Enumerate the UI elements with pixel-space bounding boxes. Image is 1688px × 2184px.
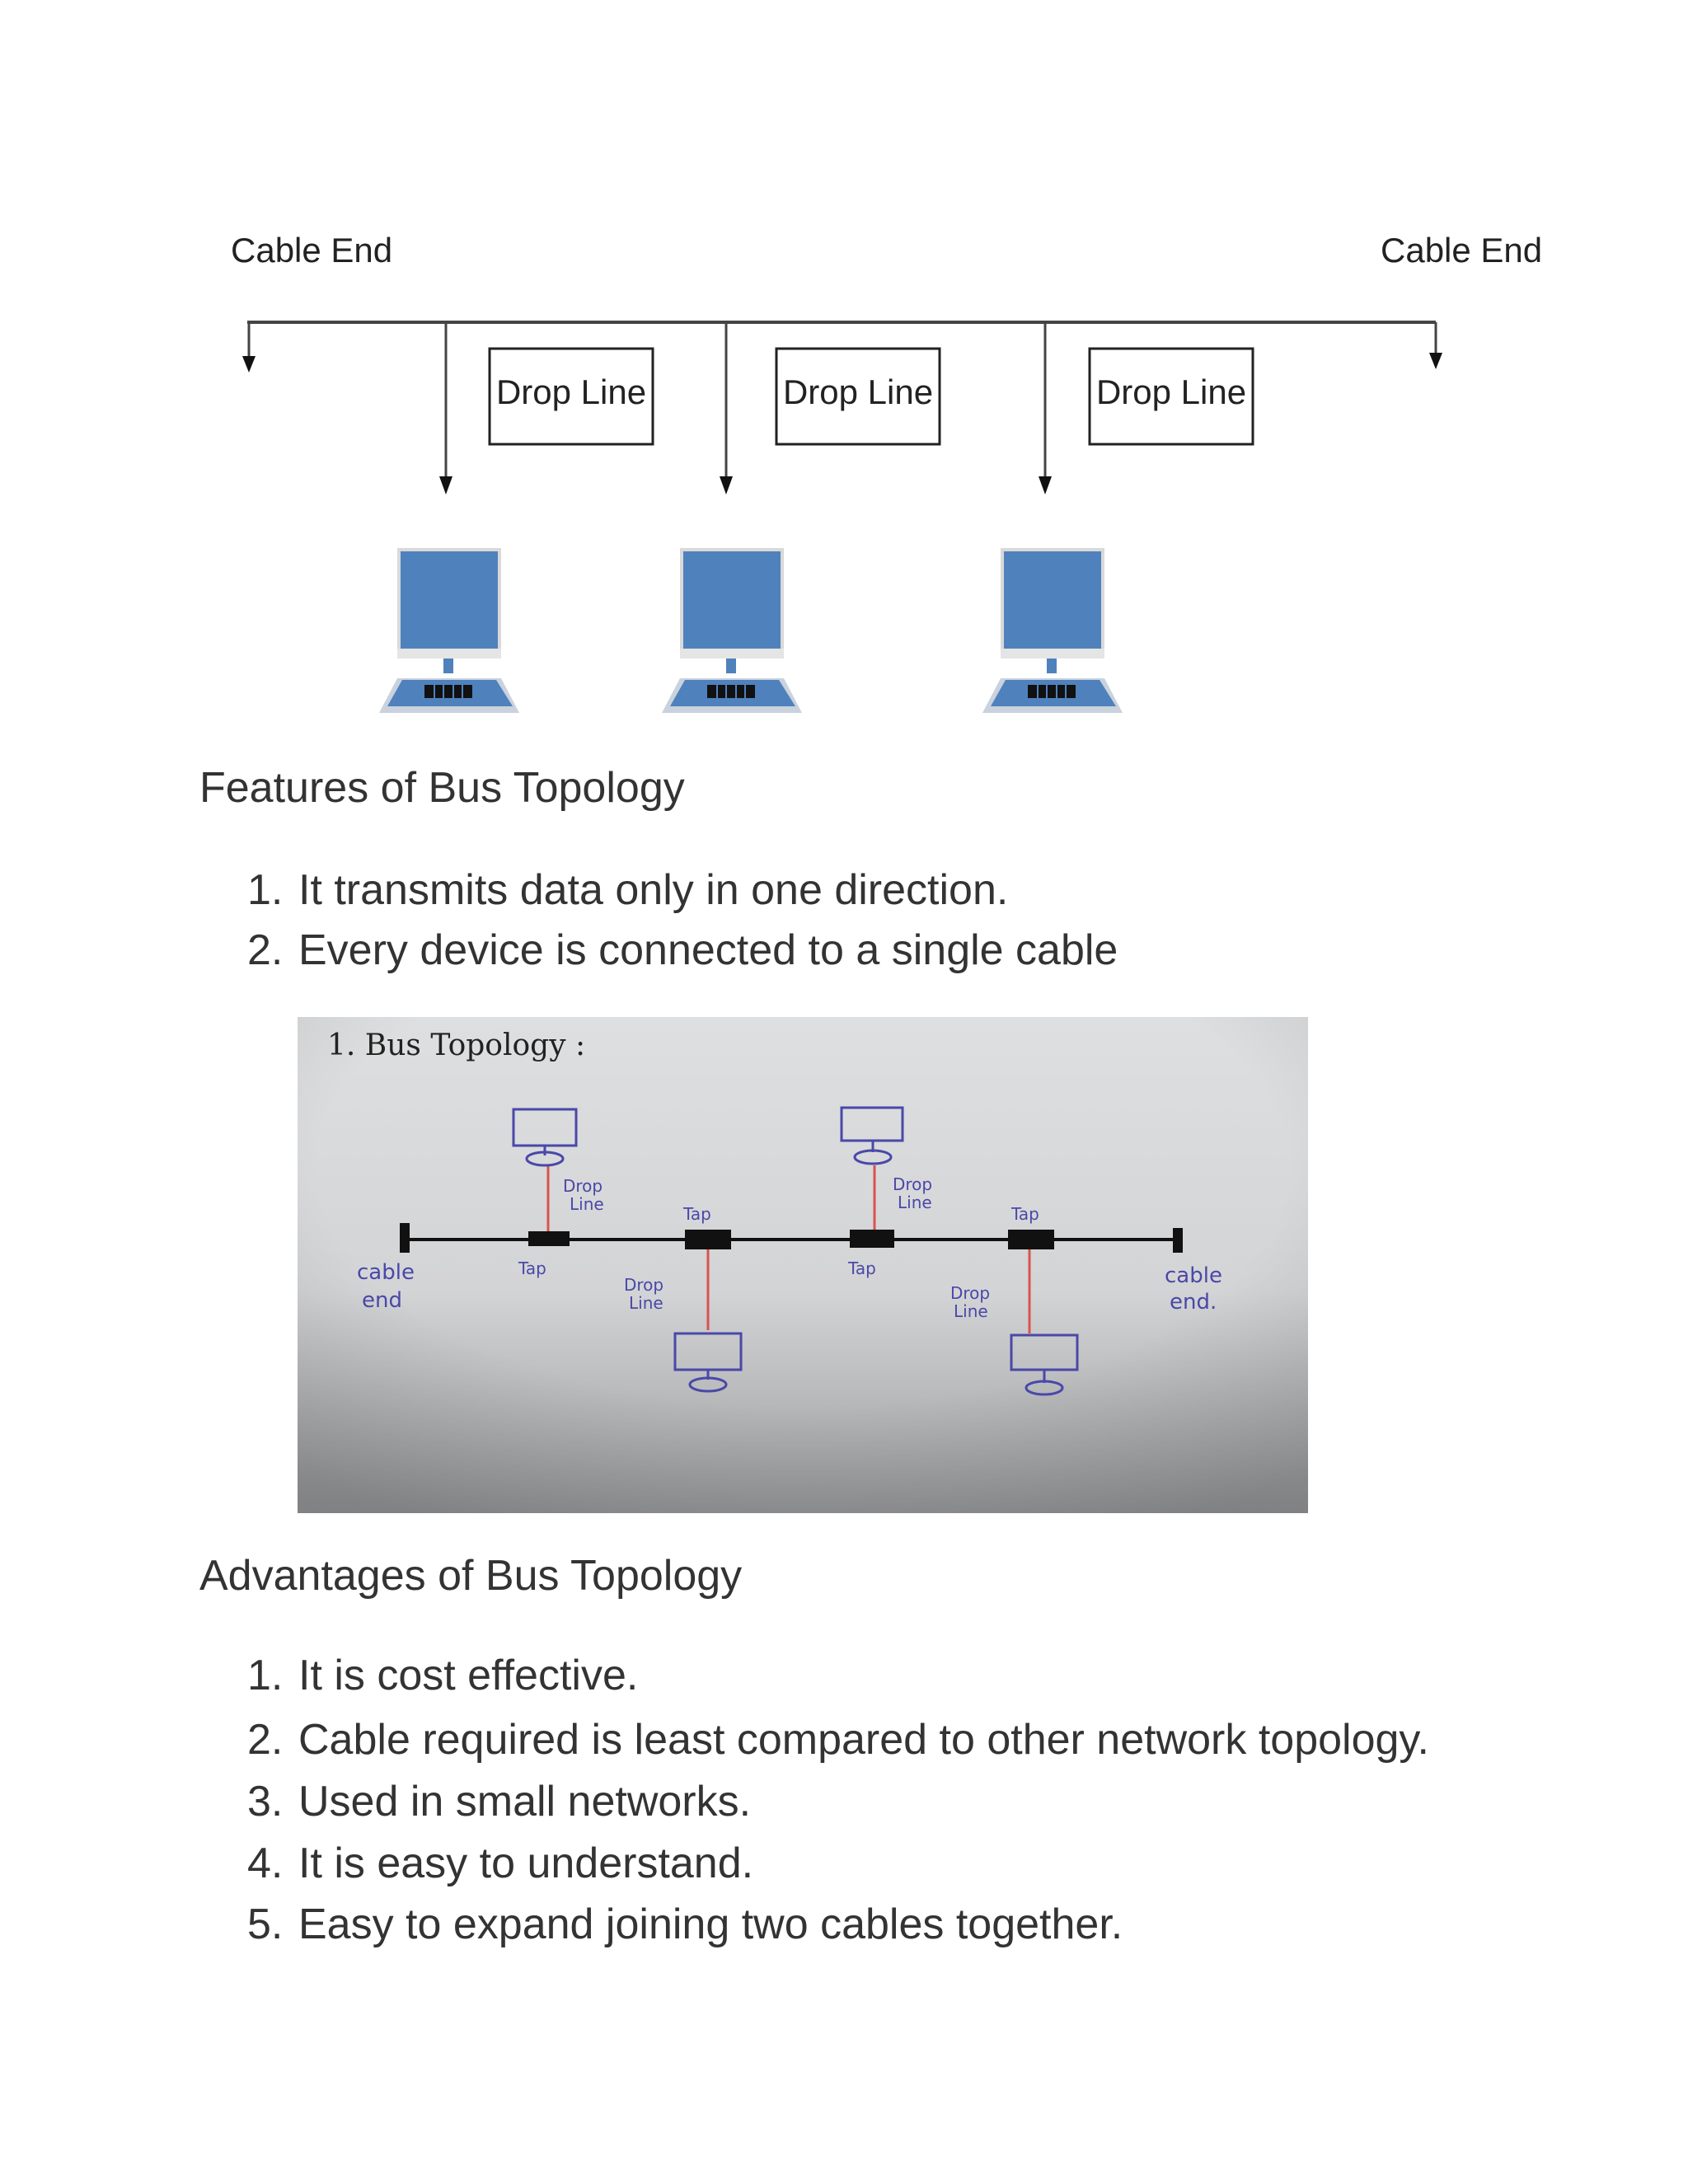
list-number: 4.: [247, 1840, 284, 1887]
photo-computer-icon-1: [512, 1108, 578, 1167]
list-number: 2.: [247, 1716, 284, 1764]
photo-tap-4: [1008, 1230, 1054, 1249]
list-number: 5.: [247, 1900, 284, 1948]
list-text: Easy to expand joining two cables togeth…: [298, 1900, 1123, 1948]
drop-line-label-2: Drop Line: [783, 373, 933, 411]
list-text: It is cost effective.: [298, 1652, 639, 1699]
photo-cable-end-right: [1173, 1228, 1183, 1253]
list-text: Used in small networks.: [298, 1778, 752, 1825]
photo-computer-icon-4: [1010, 1333, 1079, 1396]
list-item: 2. Every device is connected to a single …: [247, 926, 1118, 986]
photo-computer-icon-2: [840, 1106, 904, 1165]
list-item: 4. It is easy to understand.: [247, 1839, 1429, 1900]
photo-computer-icon-3: [673, 1332, 743, 1393]
photo-cable-end-left-label-1: cable: [357, 1260, 415, 1285]
drop-line-box-1: Drop Line: [488, 347, 654, 446]
list-item: 2. Cable required is least compared to ot…: [247, 1715, 1429, 1777]
advantages-heading: Advantages of Bus Topology: [199, 1552, 743, 1600]
drop-line-box-3: Drop Line: [1088, 347, 1254, 446]
photo-drop-label-1b: Line: [570, 1194, 604, 1214]
drop-line-label-1: Drop Line: [496, 373, 646, 411]
list-text: Every device is connected to a single ca…: [298, 926, 1118, 974]
list-text: Cable required is least compared to othe…: [298, 1716, 1430, 1764]
list-item: 1. It is cost effective.: [247, 1651, 1429, 1715]
list-number: 1.: [247, 866, 284, 914]
cable-end-left-arrow: [242, 356, 256, 373]
photo-drop-label-4a: Drop: [950, 1283, 990, 1303]
computer-icon-1: [379, 548, 519, 713]
whiteboard-photo: 1. Bus Topology :: [298, 1017, 1308, 1513]
photo-drop-label-2a: Drop: [893, 1174, 932, 1194]
photo-title: 1. Bus Topology :: [327, 1029, 585, 1062]
bus-topology-diagram: Cable End Cable End Drop Line Drop Line …: [231, 231, 1542, 713]
photo-tap-label-2: Tap: [682, 1204, 711, 1224]
photo-tap-label-4: Tap: [1010, 1204, 1039, 1224]
list-item: 1. It transmits data only in one directio…: [247, 865, 1118, 926]
photo-cable-end-right-label-1: cable: [1165, 1263, 1222, 1288]
photo-cable-end-right-label-2: end.: [1170, 1290, 1217, 1315]
drop-line-label-3: Drop Line: [1096, 373, 1246, 411]
photo-drop-label-2b: Line: [898, 1193, 932, 1212]
drop-arrow-2: [720, 476, 733, 494]
drop-arrow-1: [439, 476, 452, 494]
list-number: 1.: [247, 1652, 284, 1699]
photo-cable-end-left: [400, 1223, 410, 1253]
list-text: It is easy to understand.: [298, 1840, 754, 1887]
photo-drop-label-1a: Drop: [563, 1176, 603, 1196]
computer-icon-3: [982, 548, 1123, 713]
drop-line-box-2: Drop Line: [775, 347, 941, 446]
features-heading: Features of Bus Topology: [199, 764, 685, 812]
photo-tap-2: [685, 1230, 731, 1249]
photo-tap-3: [850, 1230, 894, 1248]
list-item: 5. Easy to expand joining two cables toge…: [247, 1900, 1429, 1961]
photo-drop-label-3a: Drop: [624, 1275, 663, 1295]
list-number: 3.: [247, 1778, 284, 1825]
photo-cable-end-left-label-2: end: [362, 1288, 402, 1313]
photo-tap-1: [528, 1231, 570, 1246]
list-number: 2.: [247, 926, 284, 974]
cable-end-right-arrow: [1429, 353, 1442, 369]
computer-icon-2: [662, 548, 802, 713]
photo-tap-label-1: Tap: [518, 1258, 546, 1278]
features-list: 1. It transmits data only in one directio…: [247, 865, 1118, 986]
cable-end-right-label: Cable End: [1381, 231, 1542, 269]
list-item: 3. Used in small networks.: [247, 1777, 1429, 1839]
cable-end-left-label: Cable End: [231, 231, 392, 269]
photo-tap-label-3: Tap: [847, 1258, 876, 1278]
drop-arrow-3: [1039, 476, 1052, 494]
photo-drop-label-4b: Line: [954, 1301, 988, 1321]
advantages-list: 1. It is cost effective. 2. Cable required…: [247, 1651, 1429, 1961]
photo-drop-label-3b: Line: [629, 1293, 663, 1313]
list-text: It transmits data only in one direction.: [298, 866, 1009, 914]
